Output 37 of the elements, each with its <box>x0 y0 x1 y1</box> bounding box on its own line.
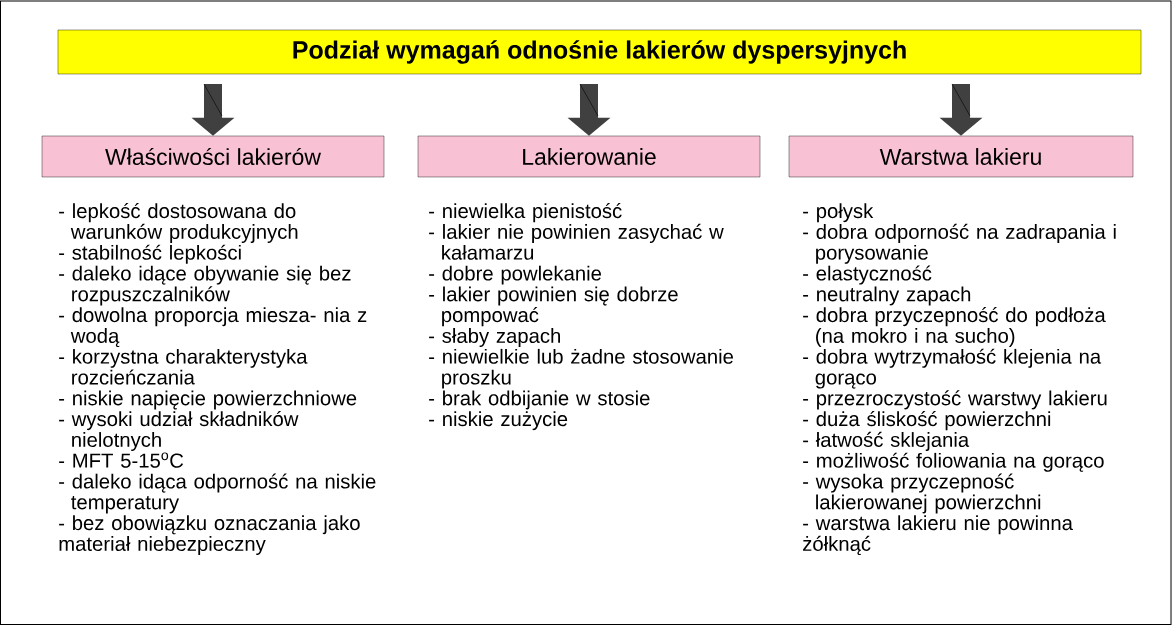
node-label: - dobra wytrzymałość klejenia na gorąco <box>803 348 1102 389</box>
node-label: - daleko idące obywanie się bez rozpuszczalników <box>59 265 351 306</box>
node-label: - brak odbijanie w stosie <box>429 390 650 410</box>
requirement-list: - lepkość dostosowana do warunków produkcyjnych - stabilność lepkości - daleko idące obywanie się bez rozpuszczalników - dowolna proporcja miesza- nia z wodą - korzystna charakterystyka rozcieńczania - niskie napięcie powierzchniowe - wysoki udział składników nielotnych - MFT 5-15$^{o}$C - daleko idąca odporność na niskie temperatury - bez obowiązku oznaczania jako materiał niebezpieczny <box>59 203 376 555</box>
node-label: - lakier powinien się dobrze pompować <box>429 286 678 327</box>
node-label: - niskie zużycie <box>429 411 568 431</box>
category-box: Właściwości lakierów <box>41 135 385 178</box>
requirement-list: - niewielka pienistość - lakier nie powinien zasychać w kałamarzu - dobre powlekanie - lakier powinien się dobrze pompować - słaby zapach - niewielkie lub żadne stosowanie proszku - brak odbijanie w stosie - niskie zużycie <box>429 203 733 431</box>
category-box: Lakierowanie <box>417 135 761 178</box>
node-label: - MFT 5-15$^{o}$C <box>59 452 184 468</box>
category-box: Warstwa lakieru <box>788 135 1134 178</box>
node-label: - łatwość sklejania <box>803 431 970 452</box>
node-label: - neutralny zapach <box>803 286 971 306</box>
node-label: - przezroczystość warstwy lakieru <box>803 390 1107 410</box>
node-label: - korzystna charakterystyka rozcieńczania <box>59 348 308 385</box>
node-label: - niskie napięcie powierzchniowe <box>59 390 357 410</box>
node-label: - warstwa lakieru nie powinna żółknąć <box>803 515 1073 556</box>
node-label: - połysk <box>803 203 874 223</box>
node-label: - elastyczność <box>803 265 932 285</box>
node-label: - dowolna proporcja miesza- nia z wodą <box>59 307 367 348</box>
node-label: - lakier nie powinien zasychać w kałamarzu <box>429 223 724 260</box>
node-label: - niewielka pienistość <box>429 203 622 223</box>
node-label: - lepkość dostosowana do warunków produkcyjnych <box>59 203 298 244</box>
node-label: - dobra odporność na zadrapania i porysowanie <box>803 223 1116 264</box>
node-label: - dobra przyczepność do podłoża (na mokro i na sucho) <box>803 307 1106 347</box>
node-label: - stabilność lepkości <box>59 244 241 264</box>
node-label: - daleko idąca odporność na niskie temperatury <box>59 473 376 514</box>
node-label: - duża śliskość powierzchni <box>803 411 1051 431</box>
node-label: - możliwość foliowania na gorąco <box>803 452 1104 472</box>
node-label: - bez obowiązku oznaczania jako materiał niebezpieczny <box>59 515 360 556</box>
node-label: - dobre powlekanie <box>429 265 602 285</box>
node-label: - niewielkie lub żadne stosowanie proszku <box>429 348 734 389</box>
title-box: Podział wymagań odnośnie lakierów dyspersyjnych <box>57 29 1142 75</box>
node-label: - wysoka przyczepność lakierowanej powierzchni <box>803 473 1041 514</box>
requirement-list: - połysk - dobra odporność na zadrapania i porysowanie - elastyczność - neutralny zapach - dobra przyczepność do podłoża (na mokro i na sucho) - dobra wytrzymałość klejenia na gorąco - przezroczystość warstwy lakieru - duża śliskość powierzchni - łatwość sklejania - możliwość foliowania na gorąco - wysoka przyczepność lakierowanej powierzchni - warstwa lakieru nie powinna żółknąć <box>803 203 1116 556</box>
node-label: - słaby zapach <box>429 328 560 348</box>
node-label: - wysoki udział składników nielotnych <box>59 411 299 452</box>
